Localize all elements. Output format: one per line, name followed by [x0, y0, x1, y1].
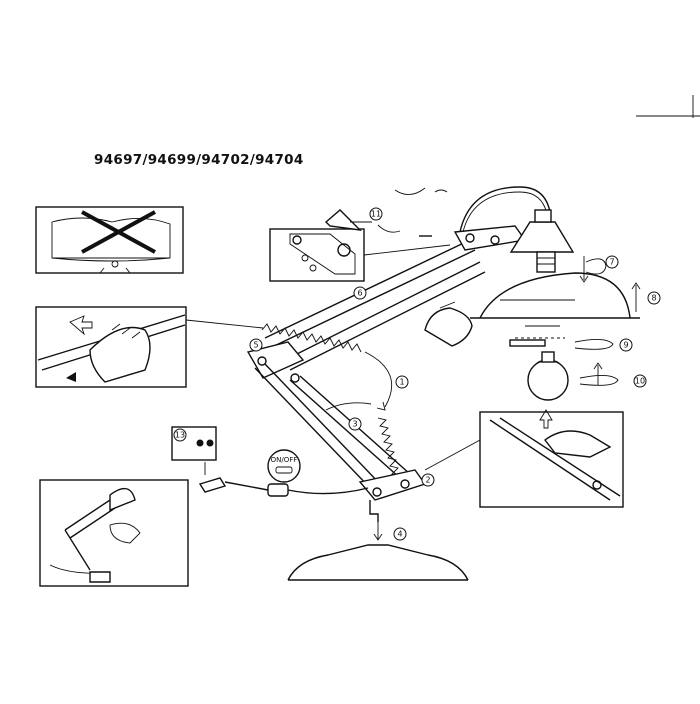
scan-marks [636, 95, 700, 118]
step-2: 2 [421, 473, 435, 487]
inset-do-not [35, 206, 184, 274]
step-10-label: 10 [635, 377, 645, 386]
base-shade [287, 520, 469, 581]
lamp-head [509, 209, 575, 273]
shade-exploded [470, 272, 640, 347]
step-2-label: 2 [425, 476, 430, 485]
inset-lamp-use [39, 479, 189, 587]
step-6: 6 [353, 286, 367, 300]
step-6-label: 6 [357, 289, 362, 298]
step-5-label: 5 [253, 341, 258, 350]
exploded-arrows [574, 256, 641, 386]
step-10: 10 [633, 374, 647, 388]
hand-shade [424, 301, 473, 347]
step-8: 8 [647, 291, 661, 305]
on-off-switch-callout: ON/OFF [267, 449, 301, 483]
step-9-label: 9 [623, 341, 628, 350]
step-3: 3 [348, 417, 362, 431]
inset-spring-adjust [35, 306, 264, 388]
step-11: 11 [369, 207, 383, 221]
inset-clamp [424, 409, 624, 508]
step-markers: 1 2 3 4 5 6 7 8 9 10 11 13 [173, 207, 661, 541]
model-numbers: 94697/94699/94702/94704 [94, 152, 304, 168]
tool-icon [324, 209, 372, 231]
wall-socket [171, 426, 217, 475]
step-7-label: 7 [609, 258, 614, 267]
step-9: 9 [619, 338, 633, 352]
step-8-label: 8 [651, 294, 656, 303]
step-1-label: 1 [399, 378, 404, 387]
on-off-label: ON/OFF [271, 456, 298, 464]
step-11-label: 11 [371, 210, 381, 219]
step-4: 4 [393, 527, 407, 541]
power-cord [198, 477, 369, 497]
bulb [527, 351, 569, 401]
rotation-arrows [325, 187, 448, 411]
step-3-label: 3 [352, 420, 357, 429]
step-13: 13 [173, 428, 187, 442]
step-4-label: 4 [397, 530, 402, 539]
step-13-label: 13 [175, 431, 185, 440]
step-5: 5 [249, 338, 263, 352]
step-7: 7 [605, 255, 619, 269]
inset-bracket [269, 228, 451, 282]
step-1: 1 [395, 375, 409, 389]
